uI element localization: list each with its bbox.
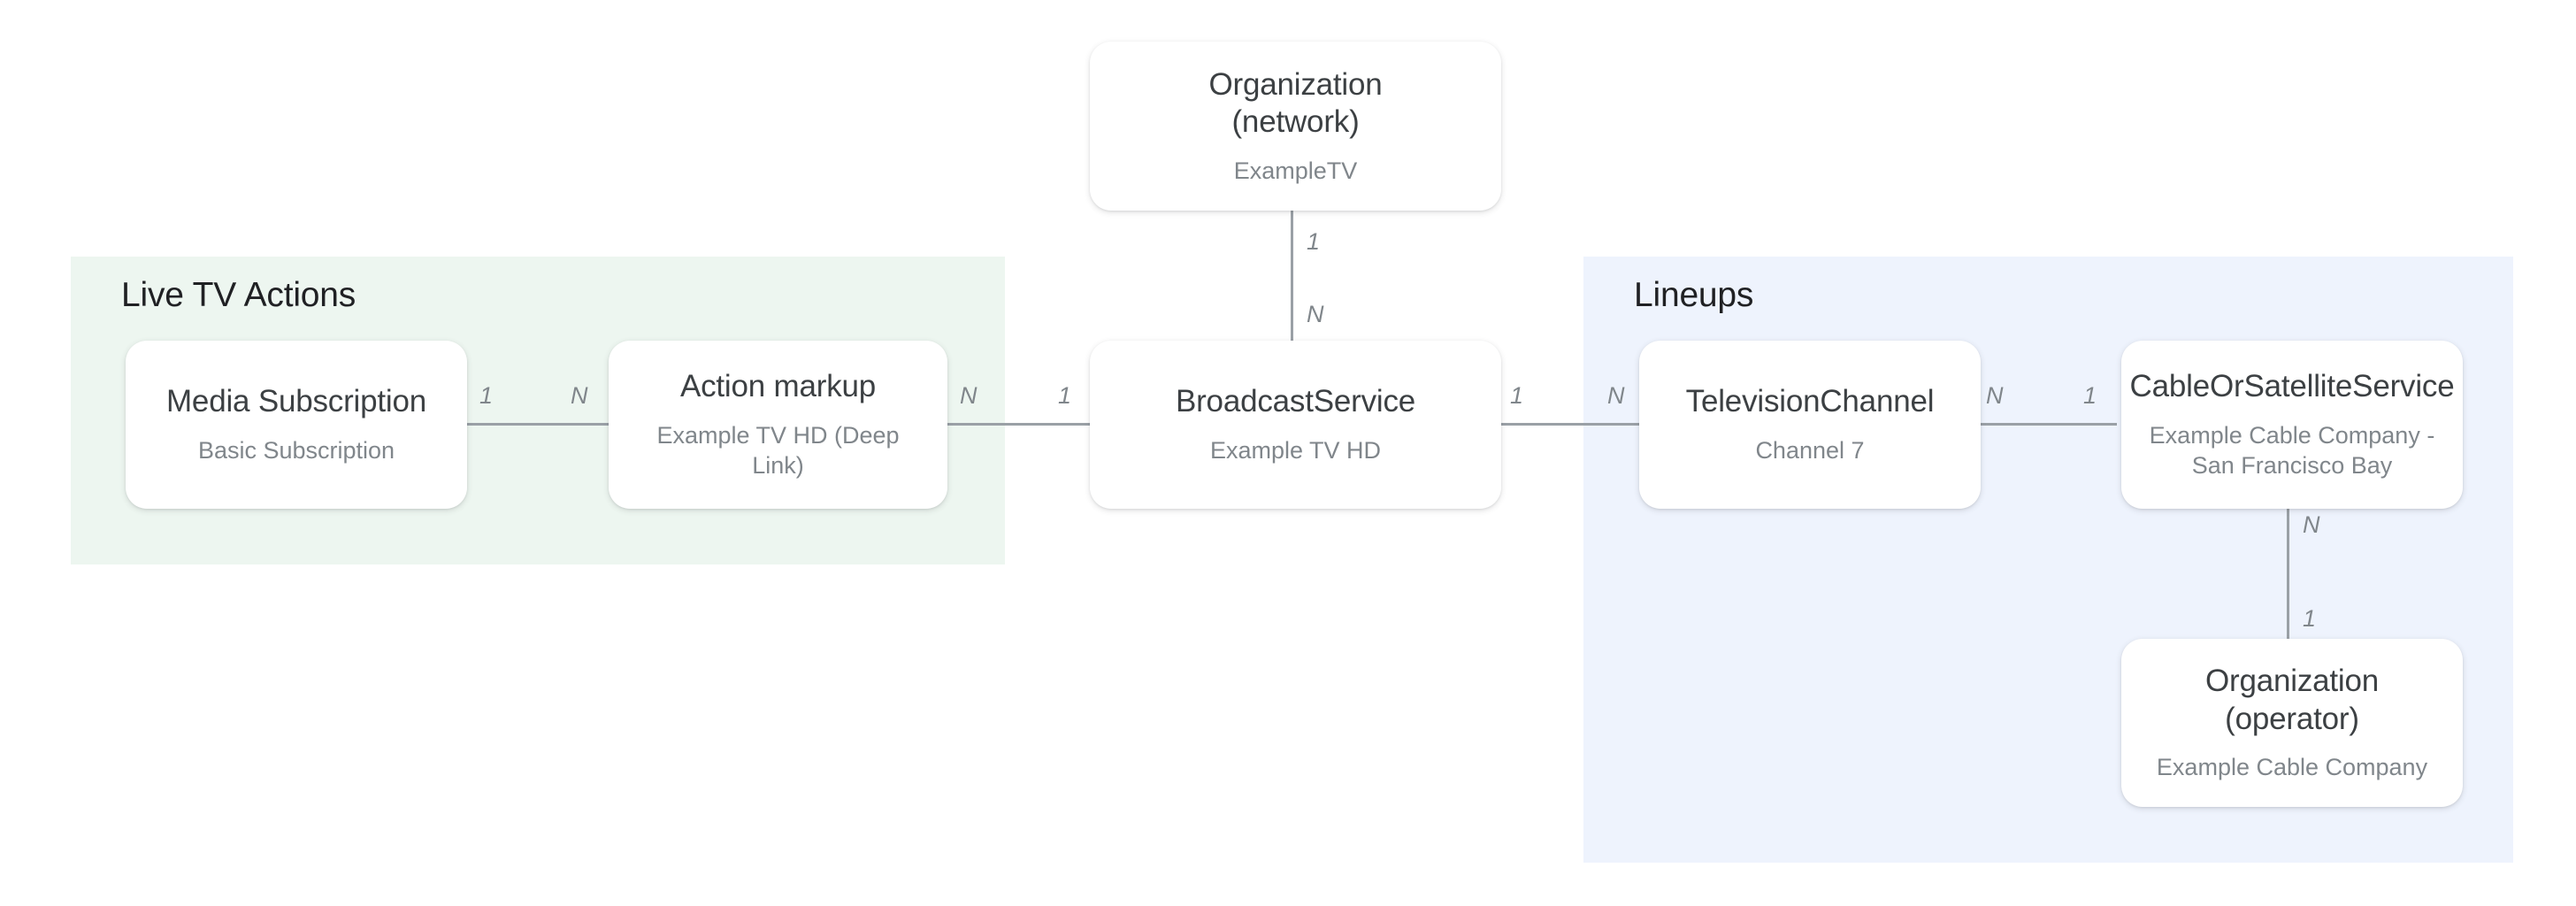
- node-title: Organization (operator): [2204, 664, 2380, 736]
- edge-label-television-channel-source: N: [1986, 382, 2004, 409]
- node-title: Organization (network): [1208, 66, 1383, 140]
- edge-label-action-markup-target: 1: [1058, 382, 1072, 409]
- group-title-lineups: Lineups: [1634, 276, 1754, 314]
- edge-label-broadcast-service-target: N: [1607, 382, 1625, 409]
- edge-media-subscription-to-action-markup: [464, 423, 610, 426]
- edge-label-broadcast-service-source: 1: [1510, 382, 1524, 409]
- node-title: CableOrSatelliteService: [2129, 369, 2455, 404]
- edge-label-media-subscription-target: N: [571, 382, 588, 409]
- edge-label-org-network-target: N: [1307, 301, 1324, 327]
- node-subtitle: ExampleTV: [1233, 157, 1358, 184]
- node-media-subscription[interactable]: Media Subscription Basic Subscription: [126, 341, 467, 509]
- node-organization-network[interactable]: Organization (network) ExampleTV: [1090, 42, 1501, 211]
- node-subtitle: Channel 7: [1755, 437, 1865, 465]
- edge-cable-or-satellite-service-to-org-operator: [2287, 507, 2289, 639]
- node-title: Media Subscription: [165, 384, 427, 419]
- node-subtitle: Example TV HD (Deep Link): [656, 421, 900, 480]
- node-title: BroadcastService: [1175, 384, 1416, 419]
- edge-label-television-channel-target: 1: [2083, 382, 2097, 409]
- edge-action-markup-to-broadcast-service: [945, 423, 1091, 426]
- node-subtitle: Example Cable Company - San Francisco Ba…: [2149, 421, 2435, 480]
- node-subtitle: Example TV HD: [1209, 437, 1382, 465]
- edge-label-action-markup-source: N: [960, 382, 978, 409]
- node-subtitle: Basic Subscription: [197, 437, 395, 465]
- node-cable-or-satellite-service[interactable]: CableOrSatelliteService Example Cable Co…: [2121, 341, 2463, 509]
- edge-broadcast-service-to-television-channel: [1495, 423, 1641, 426]
- edge-label-cable-service-source: N: [2303, 511, 2320, 538]
- edge-org-network-to-broadcast-service: [1291, 210, 1293, 341]
- group-title-live-tv-actions: Live TV Actions: [121, 276, 356, 314]
- node-action-markup[interactable]: Action markup Example TV HD (Deep Link): [609, 341, 947, 509]
- edge-label-org-network-source: 1: [1307, 228, 1321, 255]
- edge-label-cable-service-target: 1: [2303, 605, 2317, 632]
- node-title: Action markup: [679, 369, 877, 404]
- edge-label-media-subscription-source: 1: [479, 382, 494, 409]
- node-television-channel[interactable]: TelevisionChannel Channel 7: [1639, 341, 1981, 509]
- node-organization-operator[interactable]: Organization (operator) Example Cable Co…: [2121, 639, 2463, 807]
- edge-television-channel-to-cable-or-satellite-service: [1971, 423, 2117, 426]
- node-broadcast-service[interactable]: BroadcastService Example TV HD: [1090, 341, 1501, 509]
- node-subtitle: Example Cable Company: [2156, 754, 2428, 781]
- node-title: TelevisionChannel: [1685, 384, 1935, 419]
